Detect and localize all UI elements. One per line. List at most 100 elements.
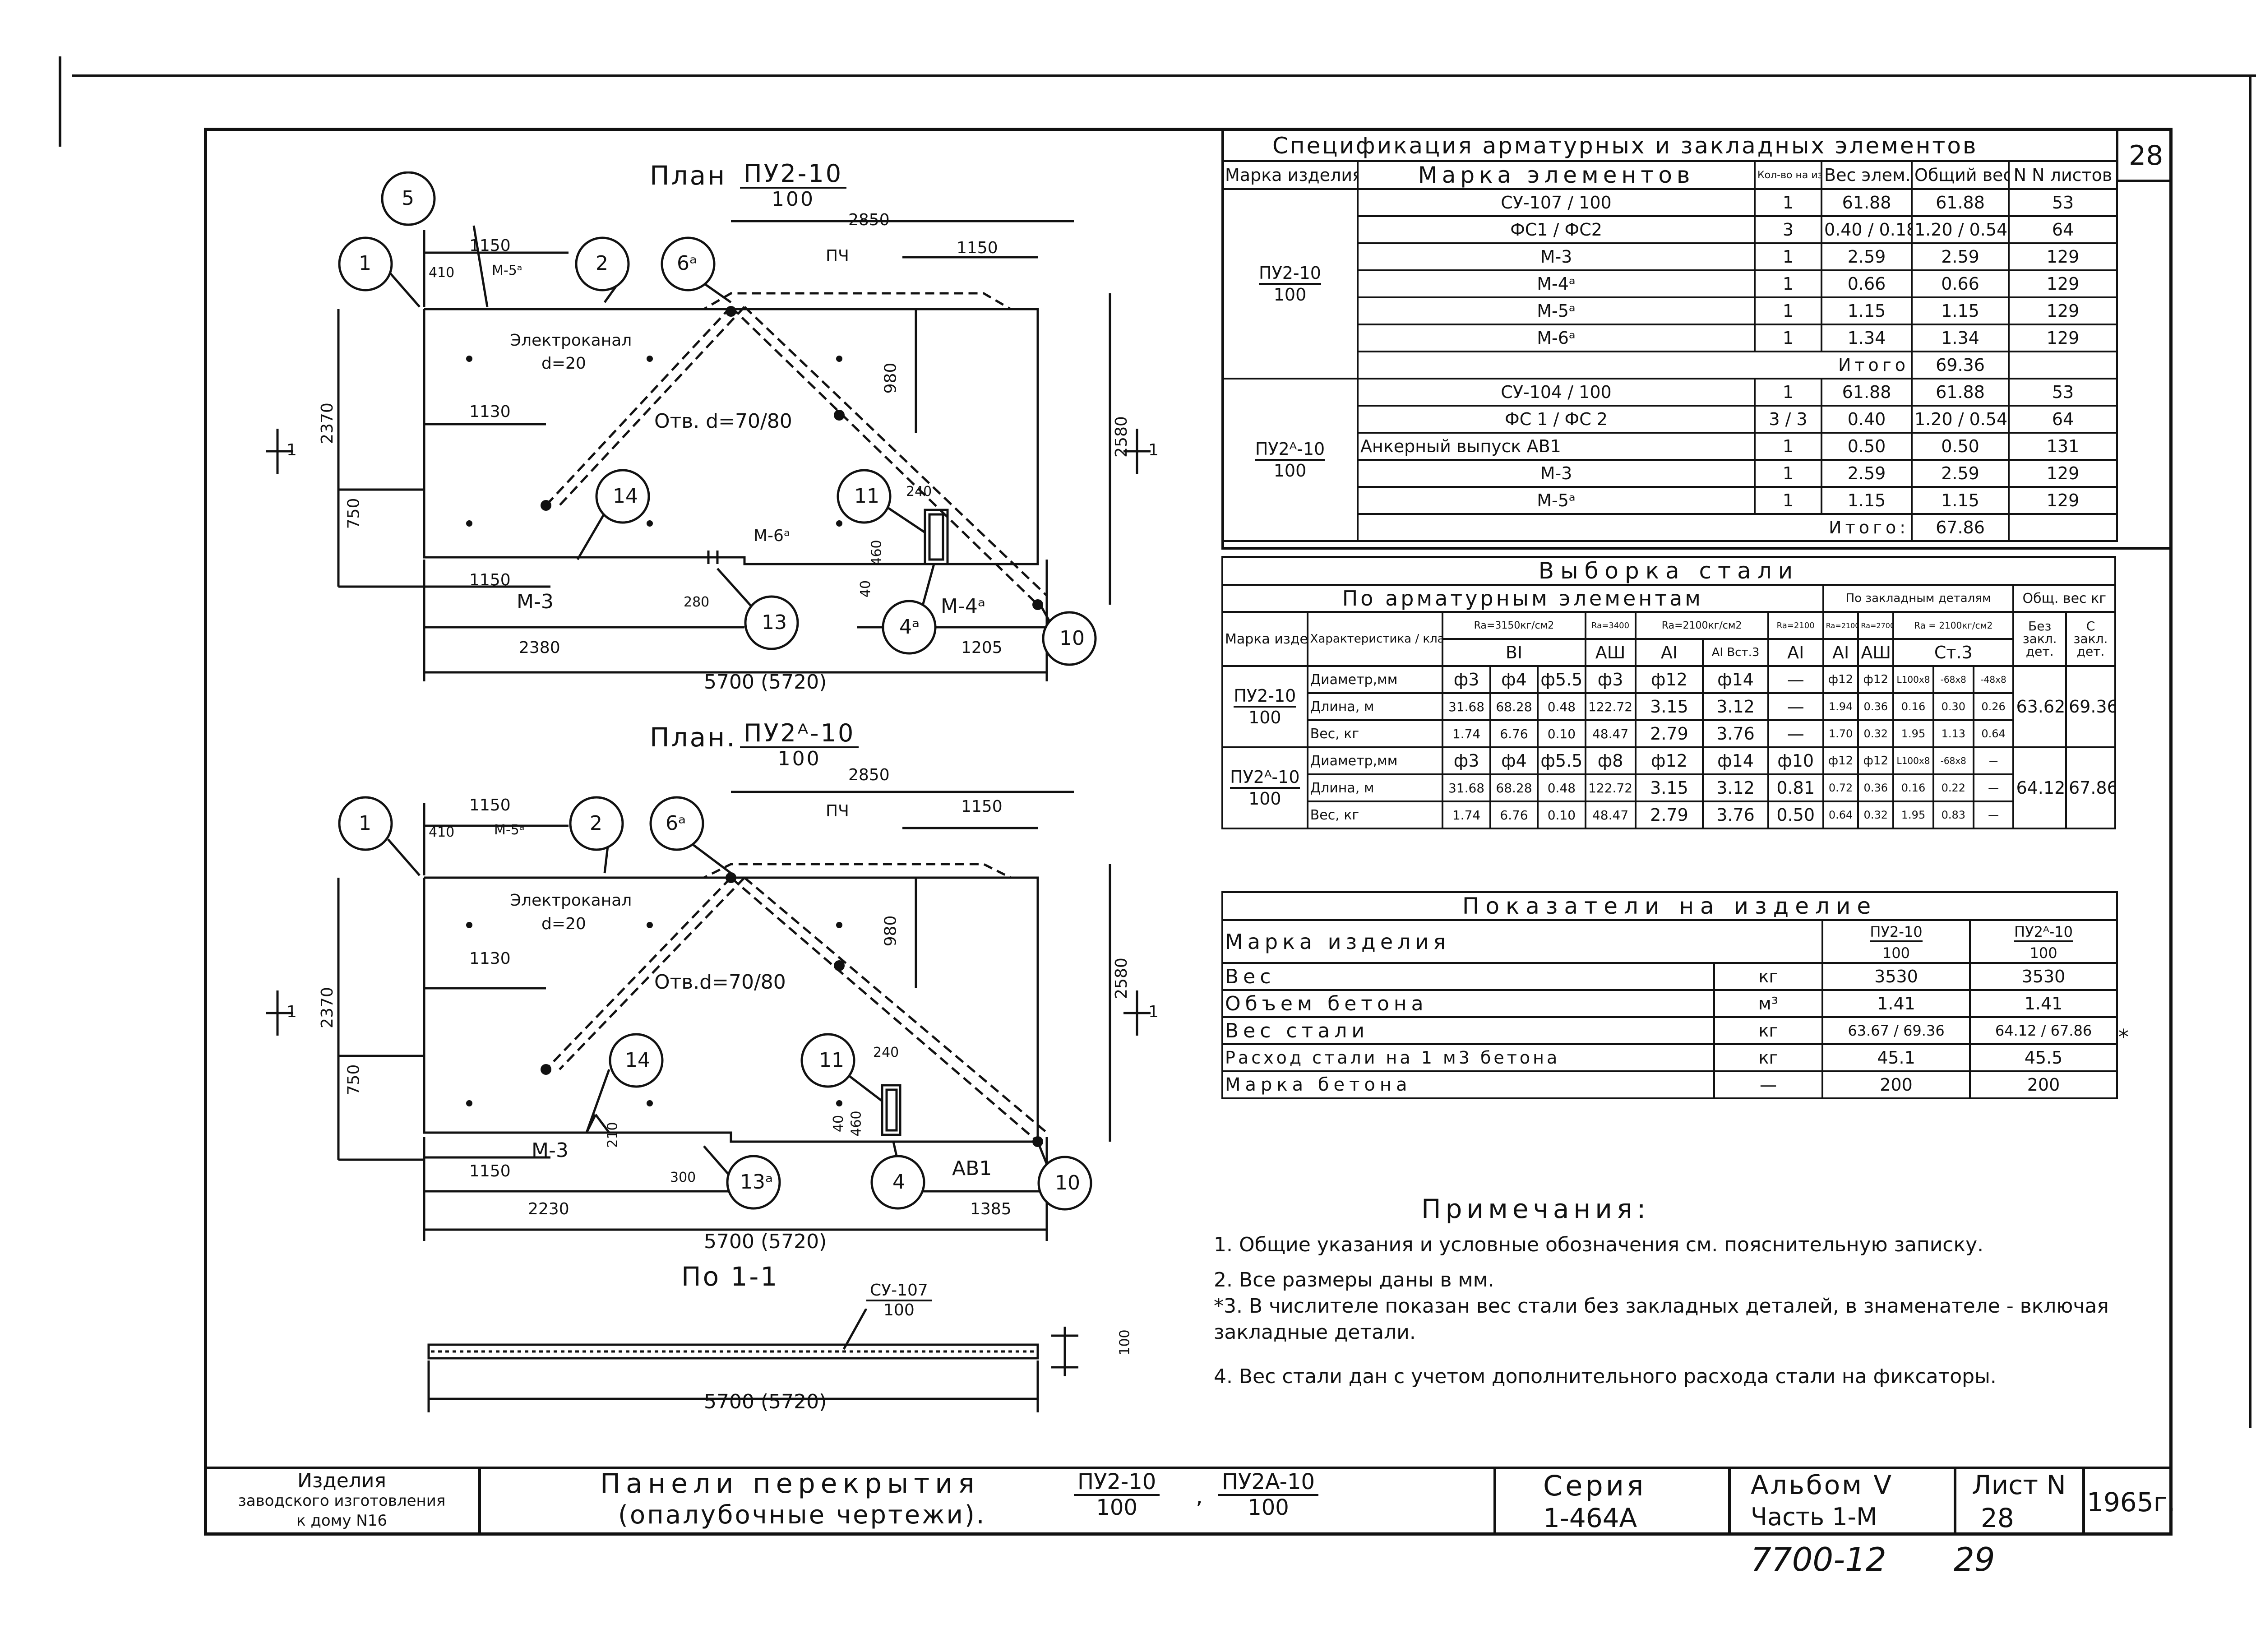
section-dim-5700: 5700 (5720): [704, 1390, 827, 1413]
note-2: 2. Все размеры даны в мм.: [1214, 1268, 1494, 1291]
dim-2370: 2370: [318, 403, 337, 444]
dim2-1385: 1385: [970, 1200, 1012, 1218]
section2-mark-left: 1: [287, 1003, 297, 1021]
dim-410: 410: [429, 265, 455, 281]
steel-h-cls: AI: [1822, 638, 1859, 667]
dim-750: 750: [344, 498, 363, 529]
spec-cell: ФС 1 / ФС 2: [1357, 405, 1756, 434]
dim2-240: 240: [873, 1045, 899, 1060]
callout-5: 5: [402, 187, 414, 210]
plan-2-title: План.: [650, 722, 737, 753]
table-cell: 0.36: [1857, 692, 1895, 721]
callout-10b: 10: [1055, 1171, 1080, 1194]
spec-cell: 129: [2008, 486, 2118, 515]
ind-v2: 3530: [1969, 962, 2118, 991]
steel-h-with: С закл. дет.: [2065, 611, 2117, 667]
table-cell: -68x8: [1932, 665, 1974, 694]
ind-unit: —: [1713, 1070, 1823, 1099]
table-cell: ф10: [1767, 746, 1824, 775]
label2-ab1: АВ1: [952, 1157, 992, 1180]
steel-h-without: Без закл. дет.: [2012, 611, 2067, 667]
dim-1150: 1150: [469, 236, 511, 255]
steel-row-label: Длина, м: [1306, 692, 1444, 721]
table-cell: ф14: [1702, 665, 1769, 694]
table-cell: 2.79: [1634, 801, 1704, 829]
table-cell: 2.79: [1634, 719, 1704, 748]
table-cell: ф4: [1489, 665, 1539, 694]
callout-14b: 14: [625, 1049, 650, 1072]
steel-h-char: Характеристика / класс стали: [1306, 611, 1444, 667]
spec-cell: 1: [1754, 378, 1822, 407]
table-cell: 31.68: [1442, 692, 1491, 721]
ind-unit: кг: [1713, 1016, 1823, 1045]
tb-comma: ,: [1196, 1483, 1203, 1509]
spec-cell: 1: [1754, 324, 1822, 352]
dim-1150-bottom: 1150: [469, 571, 511, 589]
spec-cell: 1.34: [1911, 324, 2010, 352]
spec-cell: 0.66: [1911, 269, 2010, 298]
table-cell: [2008, 513, 2118, 542]
note-1: 1. Общие указания и условные обозначения…: [1214, 1233, 1984, 1256]
indicators-star: *: [2118, 1025, 2129, 1049]
callout-11: 11: [854, 485, 879, 508]
table-cell: ф14: [1702, 746, 1769, 775]
table-cell: 0.64: [1822, 801, 1859, 829]
steel-sub-total: Общ. вес кг: [2012, 584, 2116, 613]
spec-cell: 61.88: [1821, 188, 1913, 217]
table-cell: 0.83: [1932, 801, 1974, 829]
ind-unit: м³: [1713, 989, 1823, 1018]
label-electrochannel-d: d=20: [541, 354, 586, 373]
dim2-1150: 1150: [469, 796, 511, 814]
dim-1150-right: 1150: [957, 239, 998, 257]
steel-h-ra: Ra=3150кг/см2: [1442, 611, 1586, 640]
tb-title-1: Панели перекрытия: [600, 1468, 980, 1499]
spec-total: 69.36: [1911, 351, 2010, 379]
steel-h-cls: Ст.3: [1892, 638, 2015, 667]
dim2-5700: 5700 (5720): [704, 1230, 827, 1253]
label-m5a: М-5ᵃ: [492, 263, 522, 278]
table-cell: ф12: [1857, 746, 1895, 775]
spec-cell: СУ-104 / 100: [1357, 378, 1756, 407]
ind-unit: кг: [1713, 1043, 1823, 1072]
spec-cell: 64: [2008, 215, 2118, 244]
steel-h-ra: Ra=2700: [1857, 611, 1895, 640]
label2-hole: Отв.d=70/80: [654, 971, 786, 994]
spec-h-sheets: N N листов: [2008, 160, 2118, 190]
steel-h-cls: AI: [1634, 638, 1704, 667]
steel-h-cls: AШ: [1857, 638, 1895, 667]
steel-h-ra: Ra=2100: [1822, 611, 1859, 640]
spec-cell: 0.50: [1911, 432, 2010, 461]
spec-cell: СУ-107 / 100: [1357, 188, 1756, 217]
steel-title: Выборка стали: [1221, 556, 2116, 586]
steel-h-ra: Ra=2100кг/см2: [1634, 611, 1769, 640]
tb-year: 1965г.: [2087, 1487, 2176, 1518]
sheet-number-box: [2116, 128, 2173, 182]
steel-h-ra: Ra = 2100кг/см2: [1892, 611, 2015, 640]
table-cell: -48x8: [1972, 665, 2015, 694]
dim2-210: 210: [605, 1122, 621, 1148]
table-cell: ф4: [1489, 746, 1539, 775]
tb-album: Альбом V: [1751, 1470, 1894, 1500]
table-cell: [2008, 351, 2118, 379]
tb-part: Часть 1-М: [1751, 1503, 1877, 1531]
steel-row-label: Вес, кг: [1306, 801, 1444, 829]
spec-cell: М-4ᵃ: [1357, 269, 1756, 298]
label2-electrochannel-d: d=20: [541, 915, 586, 933]
callout-2b: 2: [590, 812, 602, 835]
table-cell: 1.74: [1442, 719, 1491, 748]
spec-table: Марка изделия Марка элементов Кол-во на …: [1221, 160, 2118, 542]
steel-p1-with: 69.36: [2065, 665, 2117, 748]
callout-6a: 6ᵃ: [677, 252, 698, 275]
plan-1-title: План: [650, 160, 727, 191]
ind-v1: 200: [1821, 1070, 1971, 1099]
table-cell: 3.12: [1702, 692, 1769, 721]
table-cell: 31.68: [1442, 773, 1491, 802]
dim2-2230: 2230: [528, 1200, 569, 1218]
label2-m3: М-3: [532, 1139, 569, 1162]
tb-series-label: Серия: [1543, 1469, 1646, 1502]
table-cell: 68.28: [1489, 773, 1539, 802]
steel-row-label: Длина, м: [1306, 773, 1444, 802]
dim2-1150-right: 1150: [961, 797, 1003, 816]
spec-cell: 53: [2008, 188, 2118, 217]
